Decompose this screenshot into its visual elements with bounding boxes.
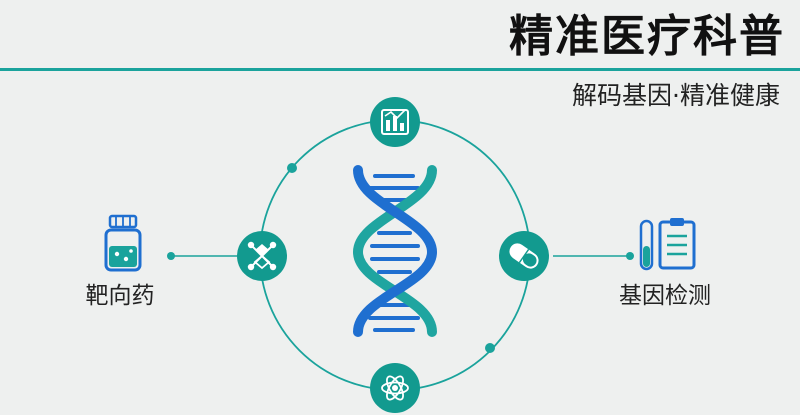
test-tube-clipboard-icon: [639, 218, 696, 271]
page-title: 精准医疗科普: [509, 11, 785, 62]
atom-icon: [370, 363, 420, 413]
chart-icon: [370, 97, 420, 147]
page-subtitle: 解码基因·精准健康: [572, 81, 780, 110]
gene-test-label: 基因检测: [619, 283, 711, 309]
orbit-dot-top-left: [287, 163, 297, 173]
dna-helix-icon: [352, 165, 438, 337]
orbit-dot-bottom-right: [485, 343, 495, 353]
molecule-icon: [237, 231, 287, 281]
right-connector-dot: [626, 252, 634, 260]
left-connector-dot: [167, 252, 175, 260]
medicine-bottle-icon: [104, 214, 142, 272]
title-divider: [0, 68, 800, 71]
targeted-drug-label: 靶向药: [85, 283, 155, 309]
capsule-icon: [499, 231, 549, 281]
